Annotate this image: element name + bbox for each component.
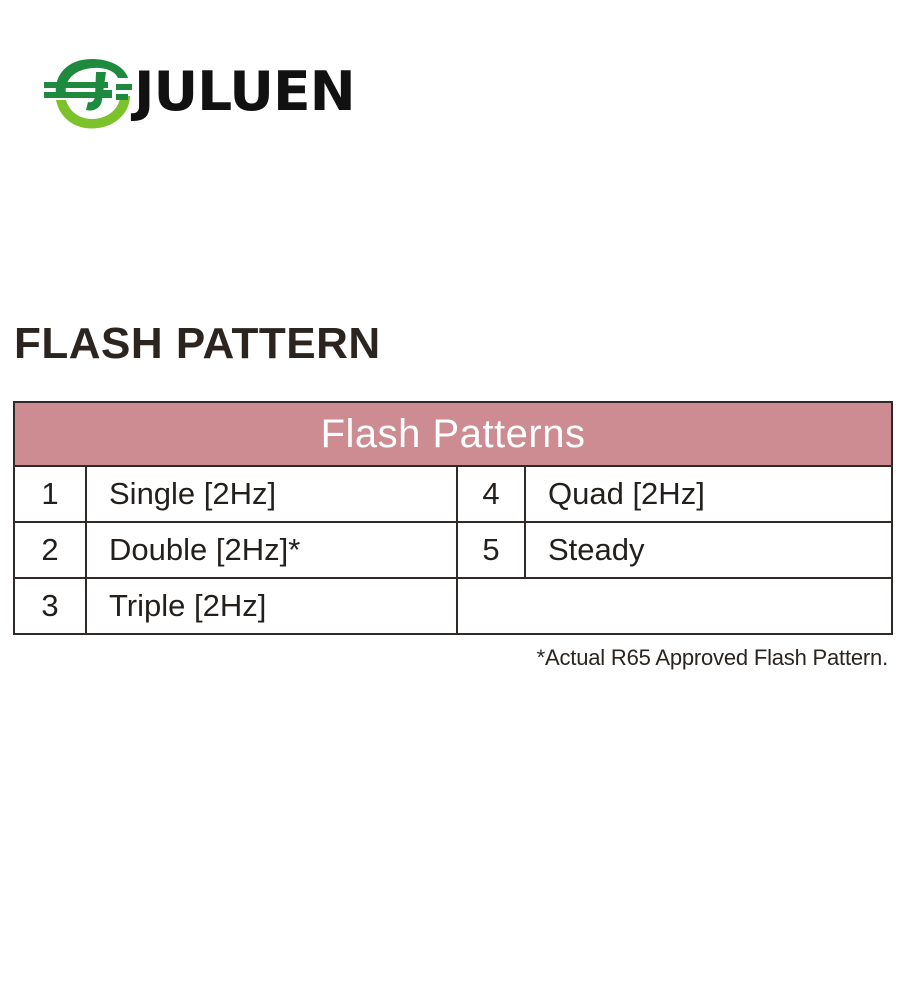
- pattern-name: Quad [2Hz]: [523, 465, 894, 523]
- footnote: *Actual R65 Approved Flash Pattern.: [536, 645, 889, 670]
- pattern-name: Single [2Hz]: [85, 465, 458, 523]
- brand-name: JULUEN: [134, 60, 356, 123]
- table-row: 2 Double [2Hz]* 5 Steady: [13, 521, 894, 579]
- pattern-name: Steady: [523, 521, 894, 579]
- juluen-logo-icon: [44, 58, 132, 129]
- brand-logo: JULUEN: [44, 54, 356, 130]
- pattern-number: 5: [456, 521, 526, 579]
- pattern-name: Double [2Hz]*: [85, 521, 458, 579]
- pattern-number: 2: [13, 521, 87, 579]
- pattern-number: 4: [456, 465, 526, 523]
- pattern-name: Triple [2Hz]: [85, 577, 458, 635]
- table-row: 1 Single [2Hz] 4 Quad [2Hz]: [13, 465, 894, 523]
- flash-pattern-table: Flash Patterns 1 Single [2Hz] 4 Quad [2H…: [12, 401, 894, 635]
- pattern-number: 1: [13, 465, 87, 523]
- page-title: FLASH PATTERN: [14, 319, 381, 368]
- empty-cell: [455, 577, 894, 635]
- pattern-number: 3: [13, 577, 87, 635]
- table-header: Flash Patterns: [12, 401, 894, 467]
- table-row: 3 Triple [2Hz]: [13, 577, 894, 635]
